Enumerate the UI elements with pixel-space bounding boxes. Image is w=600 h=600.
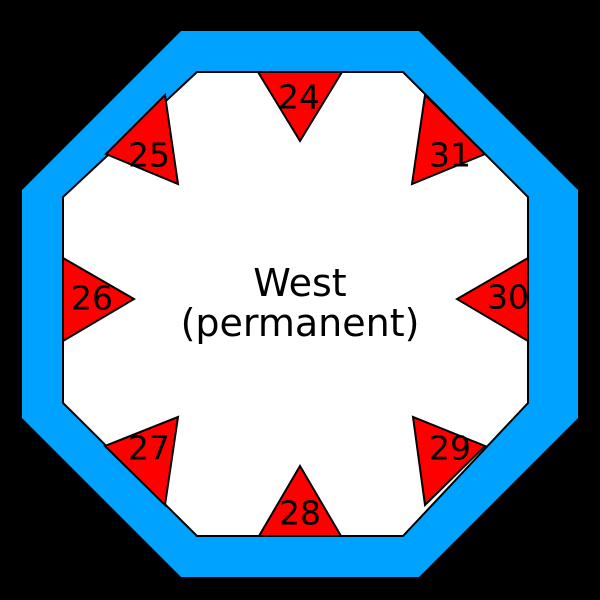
- marker-28: 28: [257, 464, 343, 537]
- center-caption-line1: West: [253, 261, 346, 305]
- marker-31-triangle: [410, 92, 487, 186]
- marker-28-label: 28: [279, 494, 321, 533]
- marker-31-label: 31: [429, 136, 471, 175]
- marker-29-label: 29: [429, 429, 471, 468]
- marker-25-triangle: [104, 92, 180, 186]
- marker-30-triangle: [455, 256, 529, 343]
- marker-30: 30: [455, 256, 529, 343]
- center-caption-line2: (permanent): [181, 301, 420, 345]
- marker-31: 31: [410, 92, 487, 186]
- marker-24-triangle: [256, 71, 344, 143]
- marker-28-triangle: [257, 464, 343, 537]
- marker-25-label: 25: [128, 136, 170, 175]
- marker-24: 24: [256, 71, 344, 143]
- center-caption: West (permanent): [181, 261, 420, 345]
- marker-26-triangle: [62, 256, 136, 343]
- marker-27-triangle: [103, 415, 180, 508]
- marker-26: 26: [62, 256, 136, 343]
- marker-26-label: 26: [71, 279, 113, 318]
- marker-29-triangle: [411, 415, 487, 508]
- marker-27-label: 27: [128, 429, 170, 468]
- marker-27: 27: [103, 415, 180, 508]
- marker-29: 29: [411, 415, 487, 508]
- marker-25: 25: [104, 92, 180, 186]
- marker-24-label: 24: [278, 78, 320, 117]
- marker-30-label: 30: [487, 278, 529, 317]
